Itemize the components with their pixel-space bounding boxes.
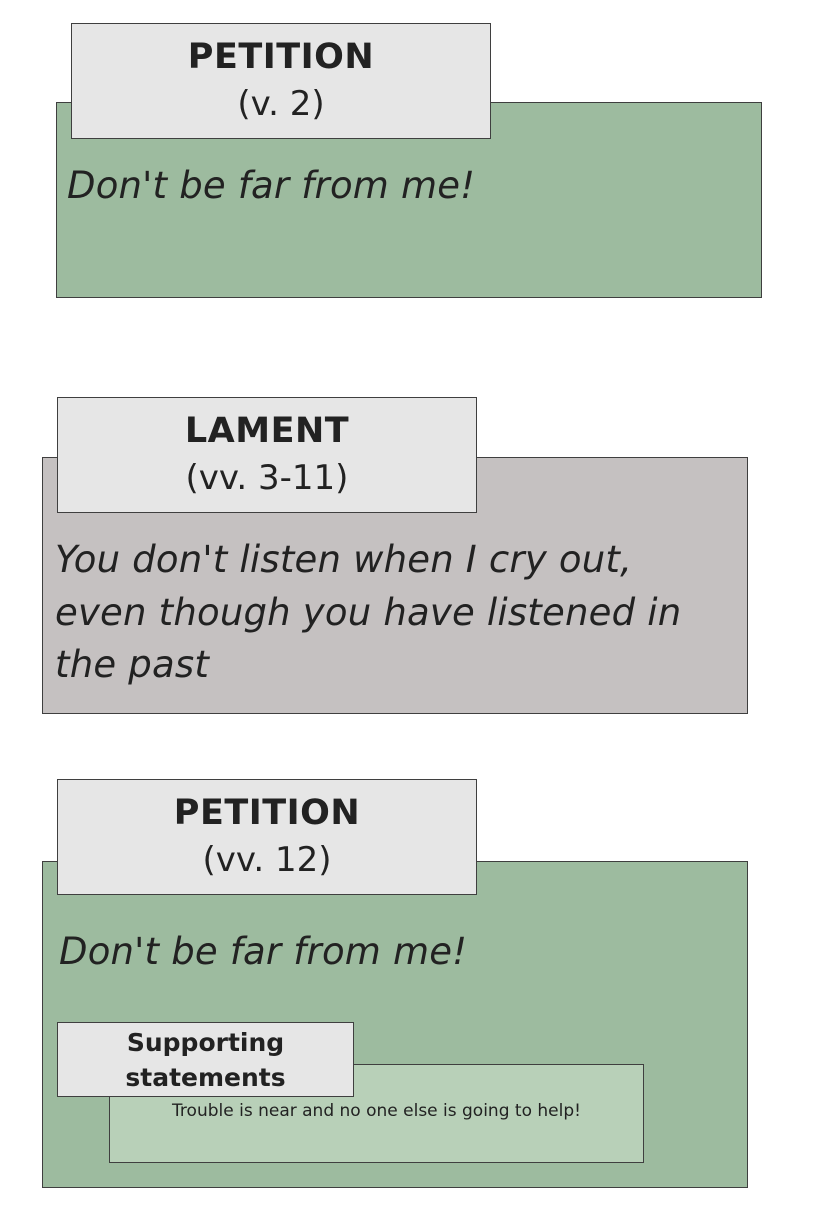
petition-text-2: Don't be far from me!	[59, 930, 468, 973]
supporting-statements-text: Trouble is near and no one else is going…	[172, 1101, 581, 1121]
petition-verse-1: (v. 2)	[237, 83, 325, 124]
lament-section: LAMENT (vv. 3-11) You don't listen when …	[42, 397, 748, 714]
lament-text: You don't listen when I cry out, even th…	[55, 538, 682, 687]
lament-label: LAMENT (vv. 3-11)	[57, 397, 477, 513]
petition-text-1: Don't be far from me!	[67, 164, 476, 207]
petition-verse-2: (vv. 12)	[202, 839, 332, 880]
petition-label-1: PETITION (v. 2)	[71, 23, 491, 139]
petition-heading-1: PETITION	[187, 37, 375, 78]
lament-heading: LAMENT	[184, 411, 350, 452]
lament-verse: (vv. 3-11)	[185, 457, 349, 498]
petition-section-1: PETITION (v. 2) Don't be far from me!	[0, 0, 814, 320]
supporting-statements-heading: Supporting statements	[125, 1027, 286, 1092]
petition-heading-2: PETITION	[173, 793, 361, 834]
petition-label-2: PETITION (vv. 12)	[57, 779, 477, 895]
supporting-statements-label: Supporting statements	[57, 1022, 354, 1097]
